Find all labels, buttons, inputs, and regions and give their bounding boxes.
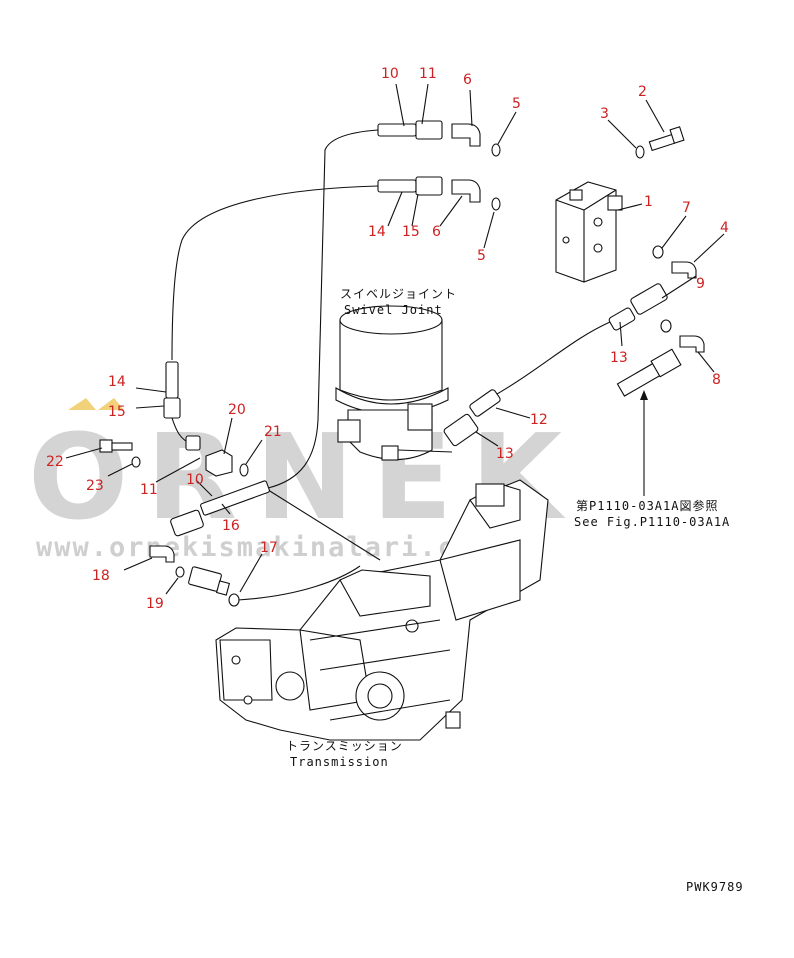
adapter bbox=[188, 566, 231, 596]
clamp bbox=[239, 463, 249, 477]
drawing-number: PWK9789 bbox=[686, 880, 744, 894]
callout-2: 2 bbox=[638, 84, 647, 100]
callout-6b: 6 bbox=[432, 224, 441, 240]
valve-block bbox=[555, 181, 623, 283]
callout-15b: 15 bbox=[108, 404, 126, 420]
callout-13: 13 bbox=[610, 350, 628, 366]
elbow-fitting bbox=[671, 261, 697, 279]
swivel-joint-caption-en: Swivel Joint bbox=[344, 303, 443, 317]
bracket bbox=[205, 449, 233, 477]
elbow-fitting bbox=[679, 335, 705, 353]
hose-lines bbox=[171, 129, 611, 601]
transmission-caption-jp: トランスミッション bbox=[286, 739, 403, 753]
callout-17: 17 bbox=[260, 540, 278, 556]
callout-labels: 10 11 6 5 3 2 1 14 15 6 5 7 4 9 13 8 12 … bbox=[46, 66, 729, 612]
hose-upper bbox=[377, 120, 443, 196]
washer bbox=[131, 456, 141, 468]
o-ring bbox=[228, 593, 240, 607]
swivel-joint-caption-jp: スイベルジョイント bbox=[340, 287, 457, 301]
o-ring bbox=[652, 245, 664, 259]
callout-11: 11 bbox=[419, 66, 437, 82]
o-ring bbox=[491, 143, 501, 157]
fitting-see-fig bbox=[616, 348, 682, 496]
see-fig-caption-en: See Fig.P1110-03A1A bbox=[574, 515, 730, 529]
transmission bbox=[215, 479, 549, 741]
callout-9: 9 bbox=[696, 276, 705, 292]
callout-16: 16 bbox=[222, 518, 240, 534]
captions: スイベルジョイント Swivel Joint 第P1110-03A1A図参照 S… bbox=[286, 287, 744, 894]
washer bbox=[635, 145, 645, 159]
callout-5b: 5 bbox=[477, 248, 486, 264]
callout-6: 6 bbox=[463, 72, 472, 88]
o-ring bbox=[175, 566, 185, 578]
callout-5: 5 bbox=[512, 96, 521, 112]
callout-21: 21 bbox=[264, 424, 282, 440]
bolt bbox=[99, 439, 133, 453]
callout-23: 23 bbox=[86, 478, 104, 494]
hose-16 bbox=[170, 480, 270, 537]
hose-lower bbox=[443, 389, 501, 447]
callout-1: 1 bbox=[644, 194, 653, 210]
callout-4: 4 bbox=[720, 220, 729, 236]
o-ring bbox=[660, 319, 672, 333]
callout-19: 19 bbox=[146, 596, 164, 612]
callout-14b: 14 bbox=[108, 374, 126, 390]
callout-7: 7 bbox=[682, 200, 691, 216]
callout-10b: 10 bbox=[186, 472, 204, 488]
callout-18: 18 bbox=[92, 568, 110, 584]
elbow-fitting bbox=[451, 123, 481, 203]
callout-12: 12 bbox=[530, 412, 548, 428]
hose-end-right bbox=[608, 283, 668, 331]
callout-11b: 11 bbox=[140, 482, 158, 498]
bolt bbox=[648, 126, 685, 152]
callout-14: 14 bbox=[368, 224, 386, 240]
transmission-caption-en: Transmission bbox=[290, 755, 389, 769]
callout-15: 15 bbox=[402, 224, 420, 240]
callout-10: 10 bbox=[381, 66, 399, 82]
see-fig-caption-jp: 第P1110-03A1A図参照 bbox=[576, 498, 718, 513]
callout-8: 8 bbox=[712, 372, 721, 388]
callout-20: 20 bbox=[228, 402, 246, 418]
callout-13b: 13 bbox=[496, 446, 514, 462]
leader-lines bbox=[65, 83, 725, 595]
callout-22: 22 bbox=[46, 454, 64, 470]
callout-3: 3 bbox=[600, 106, 609, 122]
o-ring bbox=[491, 197, 501, 211]
swivel-joint bbox=[335, 305, 453, 461]
hose-left bbox=[163, 361, 201, 451]
elbow-fitting bbox=[149, 545, 175, 563]
